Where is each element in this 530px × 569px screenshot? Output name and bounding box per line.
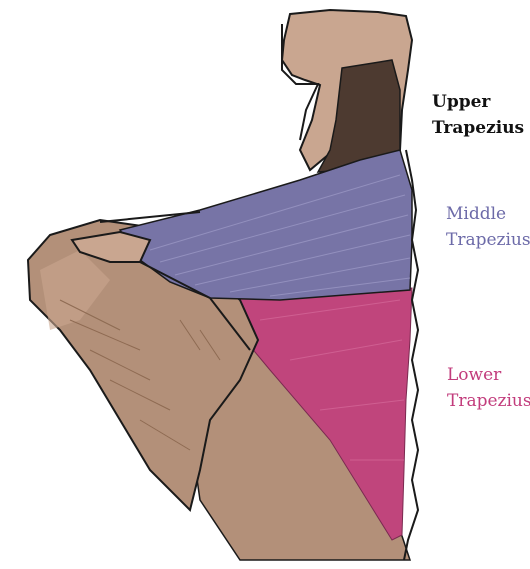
upper-trapezius-label-line1: Upper (432, 89, 524, 115)
lower-trapezius-label-line2: Trapezius (447, 388, 530, 414)
lower-trapezius-label: Lower Trapezius (447, 362, 530, 414)
middle-trapezius-label-line2: Trapezius (446, 227, 530, 253)
lower-trapezius-label-line1: Lower (447, 362, 530, 388)
upper-trapezius-label-line2: Trapezius (432, 115, 524, 141)
middle-trapezius-label-line1: Middle (446, 201, 530, 227)
upper-trapezius-label: Upper Trapezius (432, 89, 524, 141)
middle-trapezius-label: Middle Trapezius (446, 201, 530, 253)
